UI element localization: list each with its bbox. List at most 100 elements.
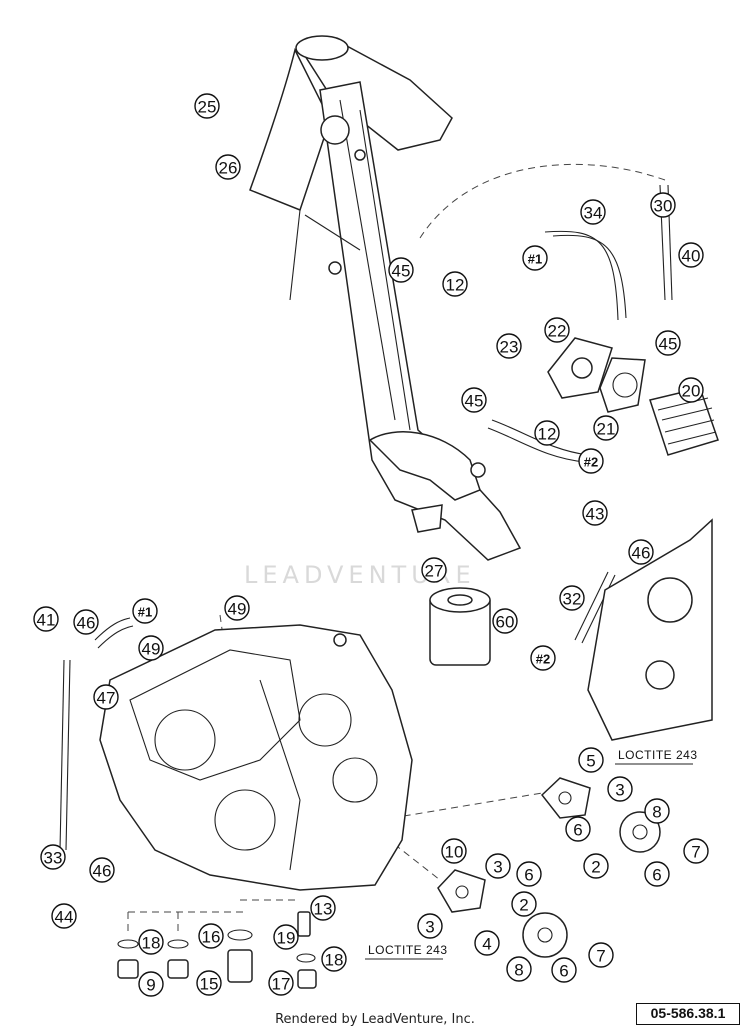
callout-label: 2 xyxy=(519,896,528,915)
callout-3: 3 xyxy=(607,776,633,802)
callout-label: 46 xyxy=(77,614,96,633)
callout-8: 8 xyxy=(644,798,670,824)
callout-ref-2: #2 xyxy=(530,645,556,671)
callout-label: 3 xyxy=(425,918,434,937)
callout-label: 45 xyxy=(392,262,411,281)
callout-13: 13 xyxy=(310,895,336,921)
callout-label: 2 xyxy=(591,858,600,877)
callout-label: 5 xyxy=(586,752,595,771)
oil-pumps xyxy=(437,777,661,958)
callout-44: 44 xyxy=(51,903,77,929)
callout-16: 16 xyxy=(198,923,224,949)
callout-4: 4 xyxy=(474,930,500,956)
callout-19: 19 xyxy=(273,924,299,950)
callout-6: 6 xyxy=(644,861,670,887)
callout-label: 3 xyxy=(493,858,502,877)
callout-label: 13 xyxy=(314,900,333,919)
callout-27: 27 xyxy=(421,557,447,583)
callout-ref-2: #2 xyxy=(578,448,604,474)
callout-label: 25 xyxy=(198,98,217,117)
callout-label: #2 xyxy=(536,652,550,667)
callout-label: 10 xyxy=(445,843,464,862)
callout-3: 3 xyxy=(485,853,511,879)
callout-46: 46 xyxy=(628,539,654,565)
document-number: 05-586.38.1 xyxy=(636,1003,740,1025)
callout-47: 47 xyxy=(93,684,119,710)
callout-9: 9 xyxy=(138,971,164,997)
callout-32: 32 xyxy=(559,585,585,611)
callout-2: 2 xyxy=(583,853,609,879)
render-credit: Rendered by LeadVenture, Inc. xyxy=(275,1012,475,1027)
callout-label: 46 xyxy=(632,544,651,563)
callout-45: 45 xyxy=(655,330,681,356)
callout-label: 6 xyxy=(524,866,533,885)
callout-49: 49 xyxy=(138,635,164,661)
frame-drawing xyxy=(249,35,522,561)
callout-7: 7 xyxy=(588,942,614,968)
callout-7: 7 xyxy=(683,838,709,864)
callout-label: 17 xyxy=(272,975,291,994)
callout-22: 22 xyxy=(544,317,570,343)
callout-label: 46 xyxy=(93,862,112,881)
callout-6: 6 xyxy=(516,861,542,887)
callout-49: 49 xyxy=(224,595,250,621)
callout-label: 9 xyxy=(146,976,155,995)
callout-label: 22 xyxy=(548,322,567,341)
callout-label: #1 xyxy=(528,252,542,267)
callout-label: 23 xyxy=(500,338,519,357)
callout-45: 45 xyxy=(461,387,487,413)
callout-label: 27 xyxy=(425,562,444,581)
callout-18: 18 xyxy=(138,929,164,955)
callout-34: 34 xyxy=(580,199,606,225)
callout-label: #2 xyxy=(584,455,598,470)
callout-label: 16 xyxy=(202,928,221,947)
callout-label: 15 xyxy=(200,975,219,994)
callout-label: 44 xyxy=(55,908,74,927)
callout-ref-1: #1 xyxy=(132,598,158,624)
callout-8: 8 xyxy=(506,956,532,982)
callout-label: 6 xyxy=(652,866,661,885)
callout-label: 43 xyxy=(586,505,605,524)
engine-side-cover xyxy=(587,518,713,741)
callout-18: 18 xyxy=(321,946,347,972)
callout-label: 41 xyxy=(37,611,56,630)
callout-label: 3 xyxy=(615,781,624,800)
callout-40: 40 xyxy=(678,242,704,268)
callout-label: 18 xyxy=(142,934,161,953)
callout-30: 30 xyxy=(650,192,676,218)
callout-label: #1 xyxy=(138,605,152,620)
callout-label: 4 xyxy=(482,935,491,954)
callout-5: 5 xyxy=(578,747,604,773)
callout-10: 10 xyxy=(441,838,467,864)
callout-45: 45 xyxy=(388,257,414,283)
callout-label: 34 xyxy=(584,204,603,223)
crankcase xyxy=(99,624,413,891)
callout-label: 30 xyxy=(654,197,673,216)
callout-6: 6 xyxy=(551,957,577,983)
callout-label: 26 xyxy=(219,159,238,178)
drain-plugs xyxy=(117,911,317,989)
callout-label: 40 xyxy=(682,247,701,266)
callout-ref-1: #1 xyxy=(522,245,548,271)
callout-6: 6 xyxy=(565,816,591,842)
callout-label: 45 xyxy=(465,392,484,411)
callout-46: 46 xyxy=(89,857,115,883)
callout-43: 43 xyxy=(582,500,608,526)
callout-label: 19 xyxy=(277,929,296,948)
loctite-note-1: LOCTITE 243 xyxy=(618,748,698,762)
callout-3: 3 xyxy=(417,913,443,939)
callout-label: 12 xyxy=(446,276,465,295)
callout-2: 2 xyxy=(511,891,537,917)
callout-label: 21 xyxy=(597,420,616,439)
filter-cover xyxy=(429,337,719,666)
callout-label: 6 xyxy=(573,821,582,840)
callout-25: 25 xyxy=(194,93,220,119)
callout-33: 33 xyxy=(40,844,66,870)
callout-label: 7 xyxy=(691,843,700,862)
callout-12: 12 xyxy=(534,420,560,446)
callout-label: 60 xyxy=(496,613,515,632)
callout-label: 18 xyxy=(325,951,344,970)
callout-label: 33 xyxy=(44,849,63,868)
